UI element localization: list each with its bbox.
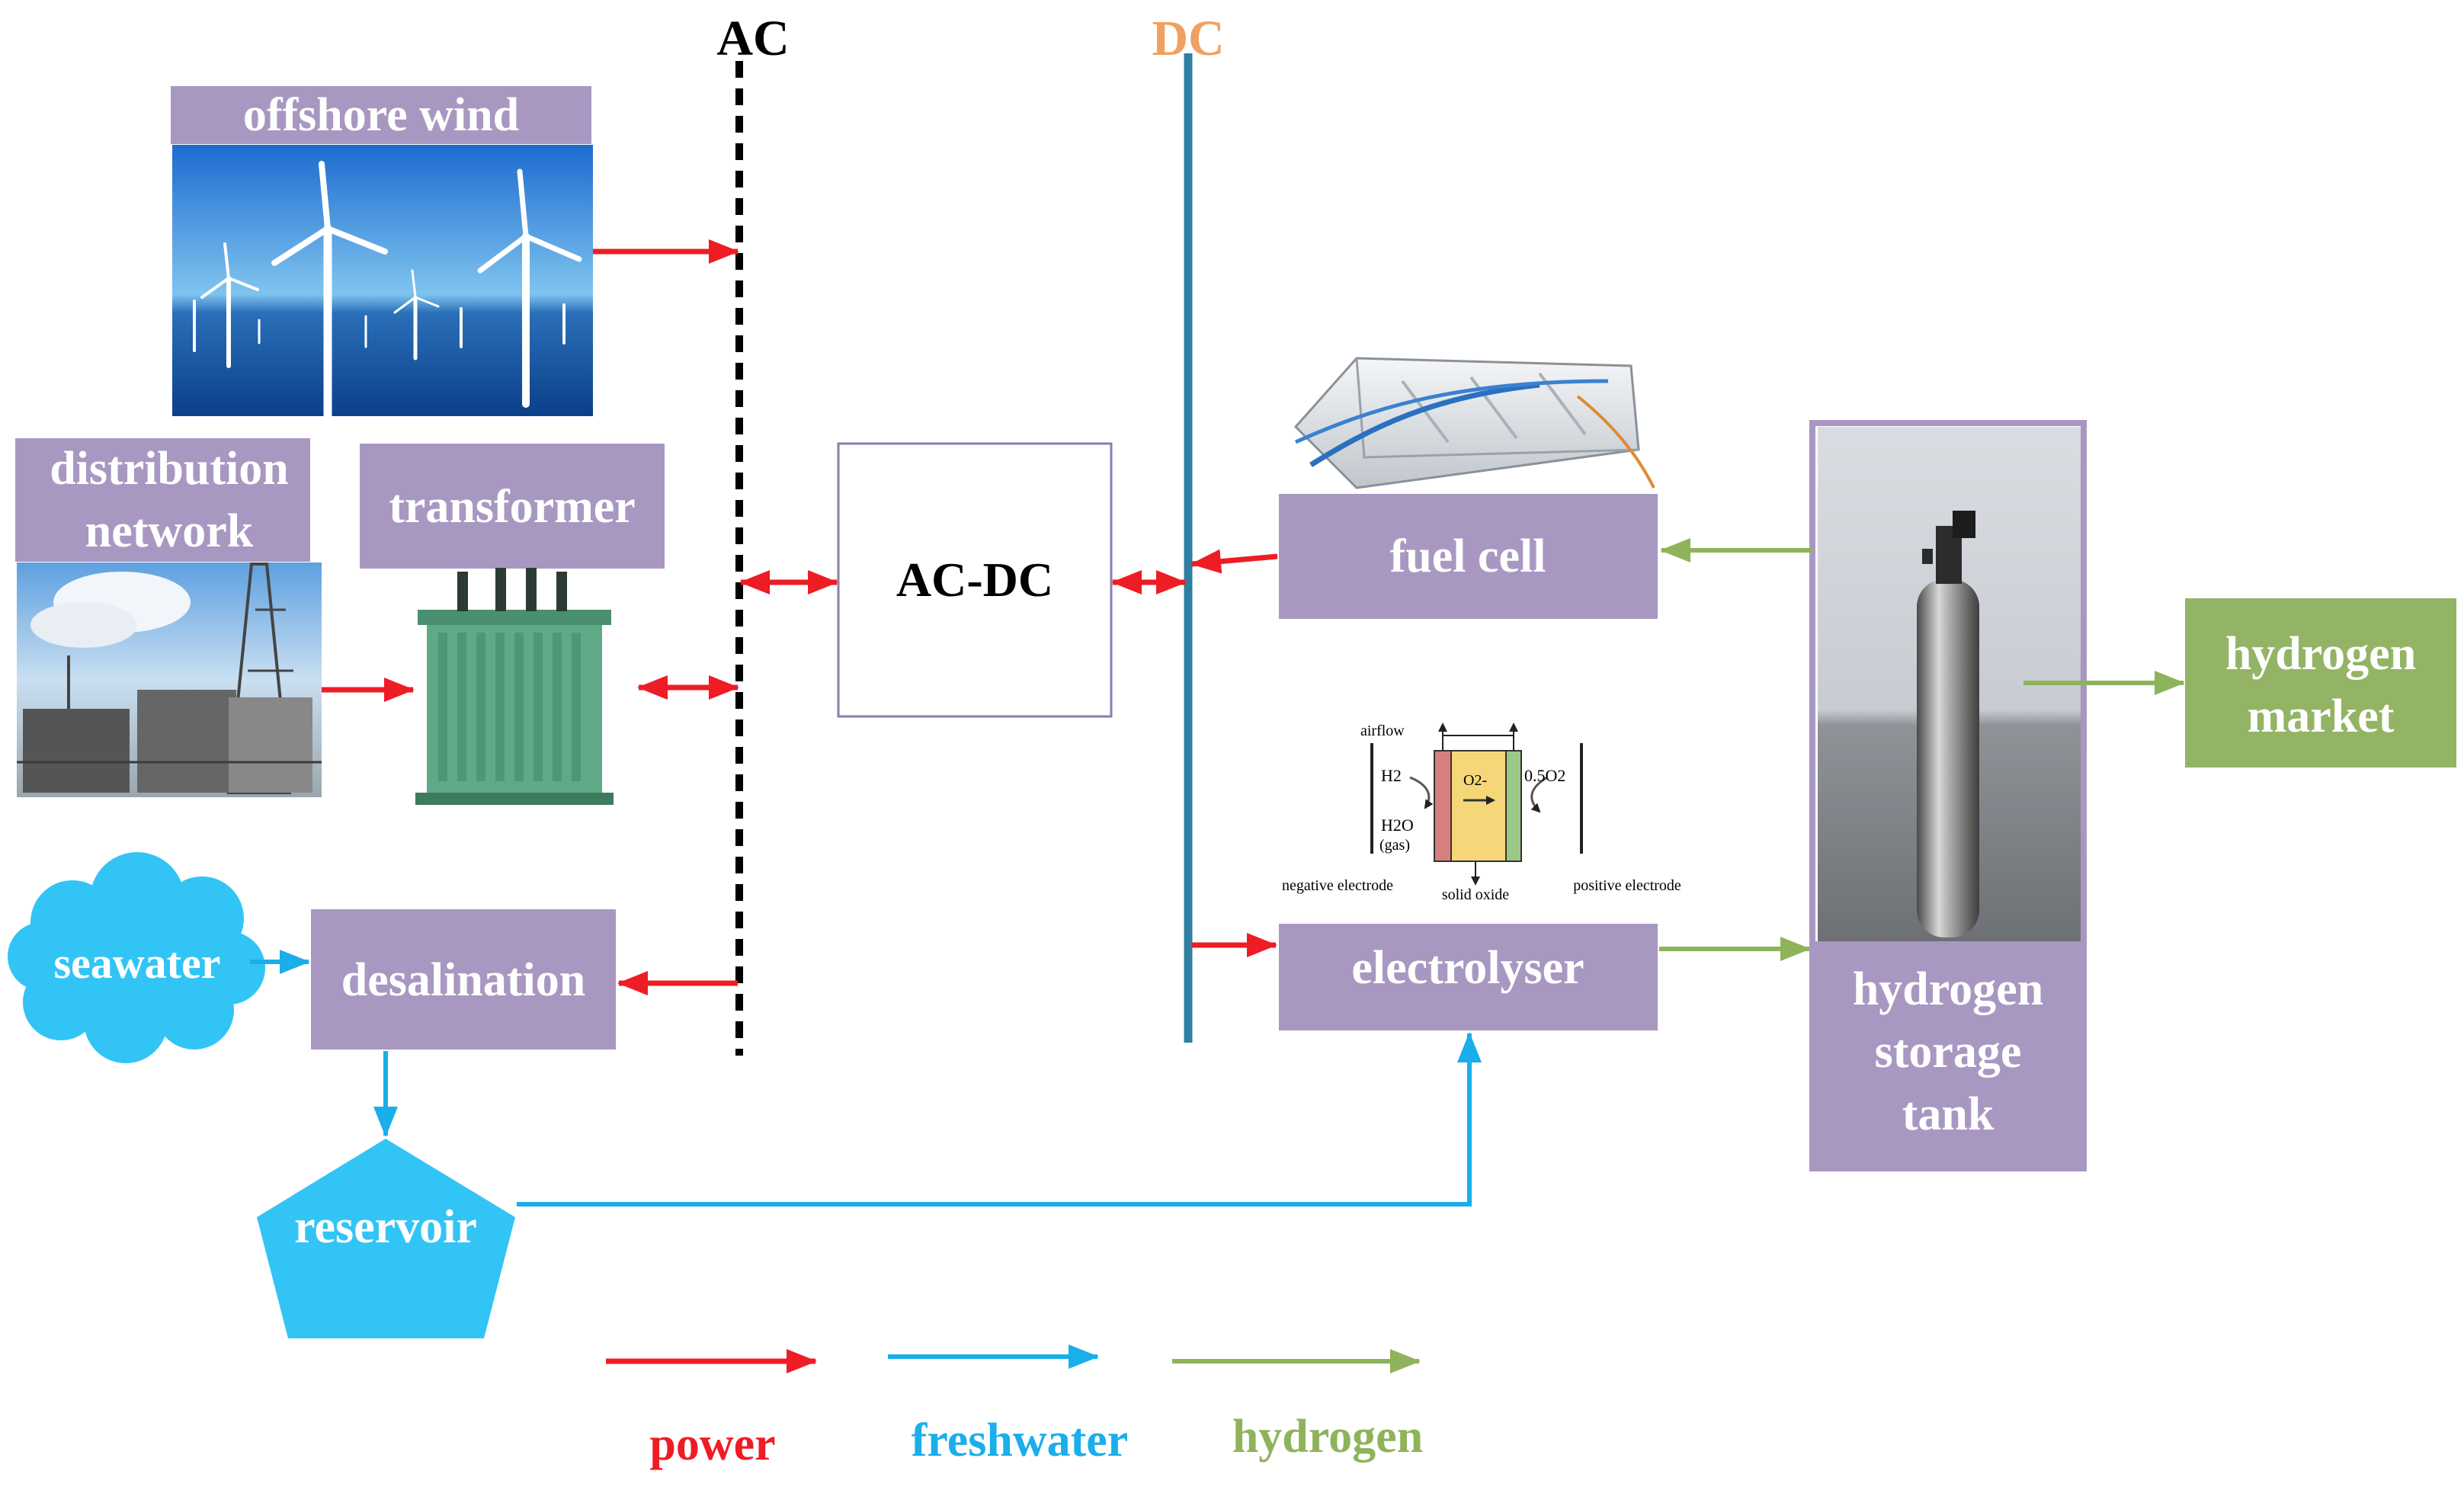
fuel-cell-photo [1280, 329, 1658, 493]
hydrogen-market-node: hydrogen market [2185, 598, 2456, 768]
distribution-network-label-line1: distribution [50, 443, 289, 495]
hydrogen-storage-label-line1: hydrogen [1853, 963, 2043, 1015]
hydrogen-storage-label-line3: tank [1902, 1088, 1995, 1140]
dc-bus-label: DC [1152, 11, 1224, 66]
ac-bus-label: AC [716, 11, 789, 66]
sofc-schematic-icon: airflow H2 H2O (gas) O2- 0.5O2 negative … [1282, 723, 1681, 903]
reservoir-to-electrolyser-arrow [517, 1032, 1482, 1207]
sofc-half-o2-label: 0.5O2 [1524, 766, 1565, 785]
hydrogen-market-label-line2: market [2248, 691, 2395, 742]
hydrogen-market-label-line1: hydrogen [2225, 628, 2416, 680]
hydrogen-flows [1659, 538, 2185, 961]
legend-freshwater-label: freshwater [912, 1415, 1129, 1466]
ac-dc-label: AC-DC [896, 553, 1053, 607]
sofc-o2-ion-label: O2- [1463, 772, 1487, 789]
hydrogen-storage-label-line2: storage [1875, 1026, 2022, 1078]
offshore-wind-node: offshore wind [171, 86, 593, 420]
electrolyser-label: electrolyser [1351, 942, 1584, 994]
ac-dc-converter-node: AC-DC [837, 442, 1113, 718]
fuel-cell-node: fuel cell [1279, 329, 1658, 619]
transformer-label: transformer [389, 481, 636, 533]
substation-photo [17, 562, 322, 797]
transformer-photo [415, 568, 614, 805]
distribution-network-node: distribution network [15, 438, 322, 797]
fuel-cell-label: fuel cell [1390, 530, 1546, 582]
freshwater-flows [250, 950, 1482, 1207]
legend: power freshwater hydrogen [606, 1344, 1423, 1470]
desalination-label: desalination [341, 954, 585, 1006]
electrolyser-node: electrolyser [1279, 924, 1658, 1030]
sofc-airflow-label: airflow [1360, 723, 1405, 739]
sofc-h2-label: H2 [1381, 766, 1402, 785]
seawater-node: seawater [8, 852, 265, 1063]
hydrogen-storage-tank-node: hydrogen storage tank [1809, 420, 2087, 1171]
desalination-node: desalination [311, 909, 616, 1050]
distribution-network-label-line2: network [85, 505, 254, 557]
transformer-node: transformer [360, 444, 665, 805]
power-flows [322, 239, 1278, 995]
reservoir-label: reservoir [294, 1201, 477, 1253]
sofc-positive-electrode-label: positive electrode [1573, 877, 1681, 894]
sofc-solid-oxide-label: solid oxide [1442, 886, 1509, 903]
sofc-h2o-label: H2O [1381, 816, 1414, 835]
legend-hydrogen-label: hydrogen [1232, 1411, 1423, 1463]
sofc-gas-label: (gas) [1379, 837, 1410, 854]
offshore-wind-label: offshore wind [243, 89, 519, 141]
offshore-wind-photo [172, 145, 593, 420]
fuelcell-to-dc-arrow [1190, 549, 1278, 574]
reservoir-node: reservoir [257, 1139, 515, 1338]
legend-power-label: power [649, 1418, 775, 1470]
seawater-label: seawater [53, 938, 220, 988]
sofc-negative-electrode-label: negative electrode [1282, 877, 1393, 894]
